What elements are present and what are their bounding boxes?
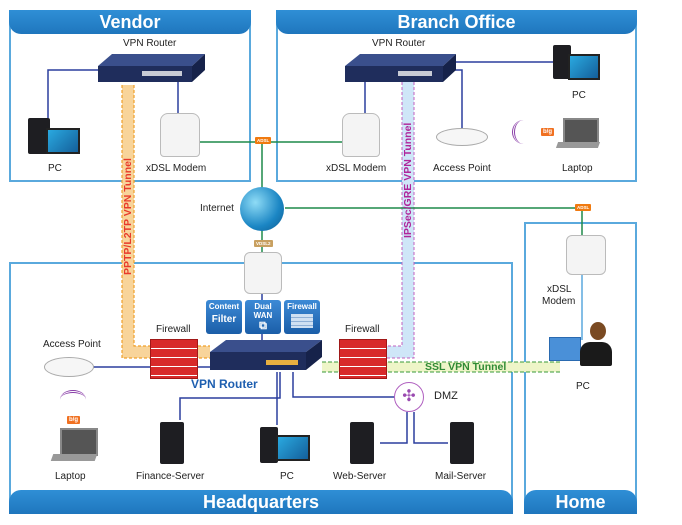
branch-ap-label: Access Point	[433, 163, 491, 174]
branch-pc-icon	[553, 45, 571, 79]
branch-router-label: VPN Router	[372, 38, 426, 49]
pptp-tunnel-label: PPTP/L2TP VPN Tunnel	[122, 158, 134, 275]
branch-modem-label: xDSL Modem	[326, 163, 387, 174]
hq-wifi-badge: b/g	[67, 416, 80, 424]
hq-laptop-base	[50, 454, 98, 461]
branch-pc-monitor-icon	[568, 54, 600, 80]
hq-wifi-icon	[60, 390, 86, 409]
vendor-modem-label: xDSL Modem	[146, 163, 207, 174]
content-filter-tile: Content Filter	[206, 300, 242, 334]
firewall-right-icon	[339, 339, 387, 379]
firewall-tile: Firewall	[284, 300, 320, 334]
branch-laptop-base	[555, 142, 601, 148]
content-filter-bottom: Filter	[211, 314, 237, 325]
hq-router-label: VPN Router	[191, 377, 258, 391]
hq-ap-icon	[44, 357, 94, 377]
dual-wan-icon: ⧉	[259, 320, 267, 332]
hq-pc-label: PC	[280, 471, 294, 482]
dmz-label: DMZ	[434, 390, 458, 402]
home-user-icon	[580, 322, 612, 366]
branch-laptop-icon	[563, 118, 599, 144]
dmz-switch-icon: ✣	[394, 382, 424, 412]
hq-modem-icon	[244, 252, 282, 294]
internet-label: Internet	[200, 203, 234, 214]
branch-title: Branch Office	[276, 10, 637, 34]
web-server-label: Web-Server	[333, 471, 387, 482]
home-modem-label-line2: Modem	[542, 296, 576, 307]
vendor-pc-icon	[28, 118, 50, 154]
home-pc-label: PC	[576, 381, 590, 392]
mail-server-label: Mail-Server	[435, 471, 487, 482]
internet-globe-icon	[240, 187, 284, 231]
headquarters-title: Headquarters	[9, 490, 513, 514]
firewall-tile-icon	[291, 314, 313, 328]
hq-ap-label: Access Point	[43, 339, 101, 350]
dual-wan-label: Dual WAN	[253, 302, 273, 320]
adsl-badge-top: ADSL	[255, 137, 272, 144]
hq-laptop-icon	[60, 428, 98, 456]
branch-ap-icon	[436, 128, 488, 146]
ssl-tunnel	[322, 362, 560, 372]
home-user-laptop-icon	[549, 337, 581, 361]
vendor-router-label: VPN Router	[123, 38, 177, 49]
finance-server-label: Finance-Server	[136, 471, 205, 482]
hq-pc-icon	[260, 427, 278, 463]
ipsec-tunnel-label: IPSec/GRE VPN Tunnel	[402, 122, 414, 238]
firewall-right-label: Firewall	[345, 324, 380, 335]
firewall-left-icon	[150, 339, 198, 379]
home-title: Home	[524, 490, 637, 514]
home-modem-label-line1: xDSL	[547, 284, 572, 295]
web-server-icon	[350, 422, 374, 464]
branch-pc-label: PC	[572, 90, 586, 101]
hq-laptop-label: Laptop	[55, 471, 86, 482]
firewall-left-label: Firewall	[156, 324, 191, 335]
content-filter-top: Content	[208, 302, 240, 311]
branch-modem-icon	[342, 113, 380, 157]
vendor-modem-icon	[160, 113, 200, 157]
ssl-tunnel-label: SSL VPN Tunnel	[425, 361, 507, 373]
vendor-pc-label: PC	[48, 163, 62, 174]
branch-zone: Branch Office	[276, 10, 637, 182]
mail-server-icon	[450, 422, 474, 464]
finance-server-icon	[160, 422, 184, 464]
vendor-pc-monitor-icon	[46, 128, 80, 154]
branch-laptop-label: Laptop	[562, 163, 593, 174]
vdsl-badge: VDSL2	[254, 240, 273, 247]
hq-pc-monitor-icon	[276, 435, 310, 461]
firewall-tile-label: Firewall	[287, 302, 317, 311]
branch-wifi-badge: b/g	[541, 128, 554, 136]
headquarters-zone: Headquarters	[9, 262, 513, 514]
home-adsl-badge: ADSL	[575, 204, 592, 211]
branch-wifi-icon	[512, 120, 535, 144]
vendor-title: Vendor	[9, 10, 251, 34]
home-modem-icon	[566, 235, 606, 275]
dual-wan-tile: Dual WAN ⧉	[245, 300, 281, 334]
